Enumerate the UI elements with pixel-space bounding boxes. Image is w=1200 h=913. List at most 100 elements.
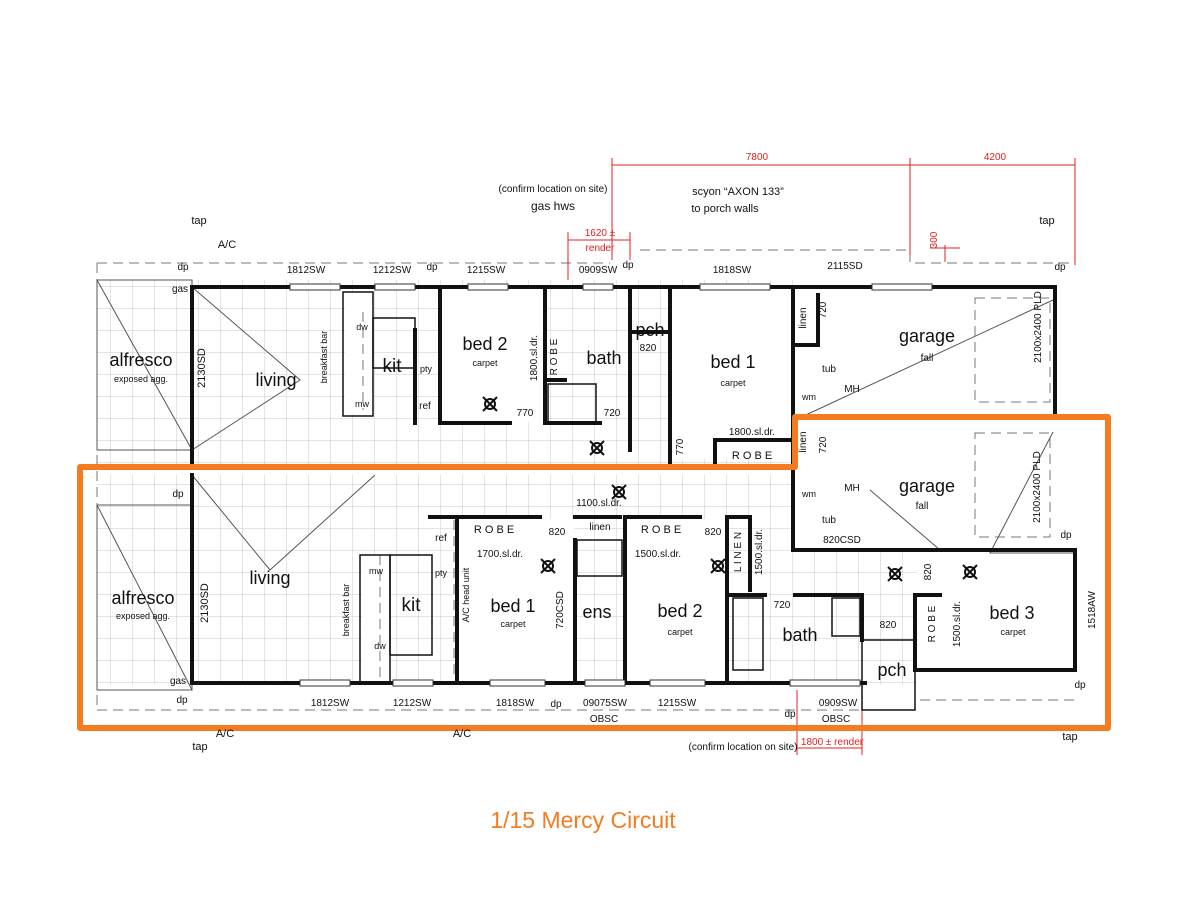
lower-unit-label: 1812SW: [311, 698, 350, 709]
upper-unit-label: bath: [586, 348, 621, 368]
upper-unit-label: bed 1: [710, 352, 755, 372]
upper-unit-label: dp: [1054, 262, 1066, 273]
lower-unit-label: 1518AW: [1087, 590, 1098, 629]
upper-unit-label: 820: [640, 343, 657, 354]
dimension-render: render: [586, 243, 616, 254]
lower-unit-label: 720: [818, 436, 829, 453]
lower-unit-label: 820: [705, 527, 722, 538]
plan-title: 1/15 Mercy Circuit: [490, 807, 676, 833]
gas-hws-note: (confirm location on site): [499, 184, 608, 195]
lower-unit-label: exposed agg.: [116, 611, 170, 621]
lower-unit-label: carpet: [500, 619, 526, 629]
lower-unit-label: 2130SD: [199, 583, 211, 623]
lower-unit-label: dp: [176, 695, 188, 706]
upper-unit-label: alfresco: [109, 350, 172, 370]
lower-unit-label: wm: [801, 489, 816, 499]
upper-unit-label: 720: [818, 301, 829, 318]
upper-unit-label: mw: [355, 399, 369, 409]
lower-unit-label: 820: [549, 527, 566, 538]
upper-unit-label: 1800.sl.dr.: [729, 427, 775, 438]
upper-unit-label: breakfast bar: [319, 331, 329, 384]
upper-unit-label: kit: [383, 356, 403, 377]
carpet-rooms: [345, 289, 1073, 683]
light-fixture-icon: [611, 484, 627, 500]
lower-unit-label: 1212SW: [393, 698, 432, 709]
upper-unit-label: bed 2: [462, 334, 507, 354]
lower-unit-label: R O B E: [927, 605, 938, 642]
light-fixture-icon: [540, 558, 556, 574]
window: [299, 679, 351, 687]
lower-unit-label: 1100.sl.dr.: [576, 498, 621, 509]
window: [489, 679, 546, 687]
lower-unit-label: L I N E N: [733, 532, 744, 572]
upper-unit-label: dw: [356, 322, 368, 332]
upper-unit-label: 0909SW: [579, 265, 618, 276]
window: [374, 283, 416, 291]
upper-unit-label: 720: [604, 408, 621, 419]
lower-unit-label: dp: [550, 699, 562, 710]
lower-unit-label: dp: [1060, 530, 1072, 541]
lower-unit-label: living: [249, 568, 290, 588]
lower-unit-label: 1215SW: [658, 698, 697, 709]
cladding-note: to porch walls: [691, 203, 759, 215]
lower-unit-label: 820: [880, 620, 897, 631]
lower-unit-label: gas: [170, 676, 186, 687]
upper-unit-label: 2130SD: [196, 348, 208, 388]
lower-unit-label: alfresco: [111, 588, 174, 608]
lower-unit-label: carpet: [1000, 627, 1026, 637]
lower-unit-label: 820: [923, 563, 934, 580]
window: [584, 679, 626, 687]
window: [699, 283, 771, 291]
lower-unit-label: A/C: [216, 728, 234, 740]
lower-unit-label: 1500.sl.dr.: [754, 529, 765, 575]
upper-unit-label: 770: [675, 438, 686, 455]
lower-unit-label: 720: [774, 600, 791, 611]
upper-unit-label: tap: [1039, 215, 1054, 227]
upper-unit-label: 2115SD: [827, 261, 862, 272]
lower-unit-label: kit: [402, 595, 422, 616]
upper-unit-label: R O B E: [549, 338, 560, 375]
window: [289, 283, 341, 291]
window: [582, 283, 614, 291]
upper-unit-label: A/C: [218, 239, 236, 251]
upper-unit-label: 2100x2400 PLD: [1033, 291, 1044, 363]
upper-unit-label: MH: [844, 384, 860, 395]
lower-unit-label: 1818SW: [496, 698, 535, 709]
dimension-7800: 7800: [746, 152, 769, 163]
dimension-300: 300: [929, 231, 940, 248]
lower-unit-label: garage: [899, 476, 955, 496]
upper-unit-label: 1215SW: [467, 265, 506, 276]
upper-unit-label: gas: [172, 284, 188, 295]
light-fixture-icon: [887, 566, 903, 582]
upper-unit-label: pch: [635, 320, 664, 340]
light-fixture-icon: [482, 396, 498, 412]
upper-unit-label: carpet: [472, 358, 498, 368]
upper-unit-label: wm: [801, 392, 816, 402]
window: [649, 679, 706, 687]
lower-unit-label: A/C: [453, 728, 471, 740]
dimension-1620: 1620 ±: [585, 228, 616, 239]
upper-unit-label: linen: [798, 307, 809, 328]
lower-unit-label: 720CSD: [555, 591, 566, 629]
lower-unit-label: 1700.sl.dr.: [477, 549, 523, 560]
lower-unit-label: bed 1: [490, 596, 535, 616]
upper-unit-label: living: [255, 370, 296, 390]
lower-unit-label: dp: [1074, 680, 1086, 691]
upper-unit-label: ref: [419, 401, 431, 412]
lower-unit-label: OBSC: [590, 714, 618, 725]
upper-unit-label: tap: [191, 215, 206, 227]
lower-unit-label: dp: [784, 709, 796, 720]
kitchen-bench: [342, 291, 916, 711]
dimension-1800: 1800 ± render: [801, 737, 864, 748]
lower-unit-label: linen: [798, 431, 809, 452]
lower-unit-label: tap: [1062, 731, 1077, 743]
upper-unit-label: fall: [921, 353, 934, 364]
lower-unit-label: 2100x2400 PLD: [1032, 451, 1043, 523]
upper-unit-label: dp: [426, 262, 438, 273]
upper-unit-label: dp: [622, 260, 634, 271]
lower-unit-label: tap: [192, 741, 207, 753]
lower-unit-label: bed 3: [989, 603, 1034, 623]
window: [392, 679, 434, 687]
lower-unit-label: dw: [374, 641, 386, 651]
